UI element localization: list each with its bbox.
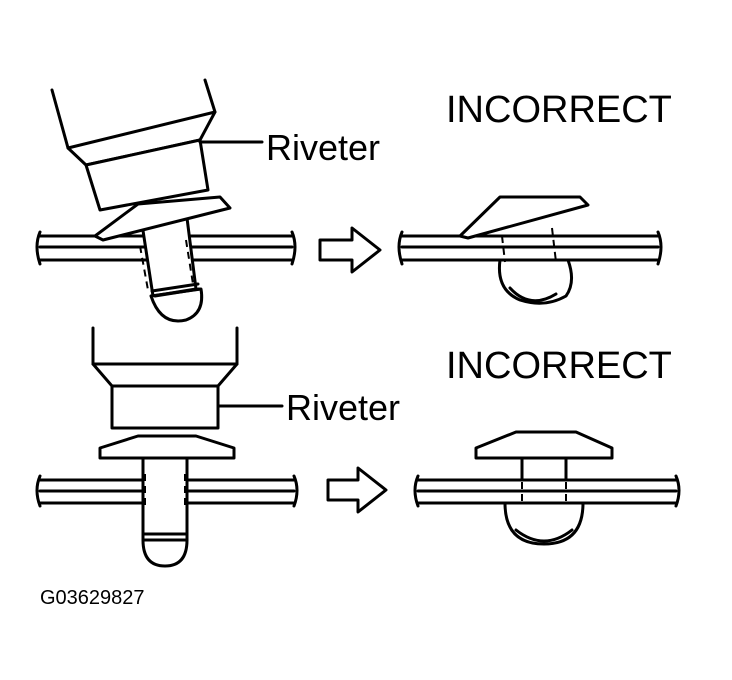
bottom-row: Riveter INCORRECT bbox=[35, 326, 681, 568]
bottom-incorrect-label: INCORRECT bbox=[446, 345, 672, 387]
top-riveter-label: Riveter bbox=[266, 127, 380, 168]
top-left-rivet bbox=[93, 195, 232, 323]
bottom-riveter-label: Riveter bbox=[286, 387, 400, 428]
bottom-left-rivet bbox=[98, 434, 236, 568]
top-incorrect-label: INCORRECT bbox=[446, 89, 672, 131]
top-riveter-tool bbox=[50, 78, 264, 212]
figure-code: G03629827 bbox=[40, 587, 145, 609]
bottom-riveter-tool bbox=[91, 326, 284, 430]
bottom-arrow-icon bbox=[326, 466, 388, 514]
top-row: Riveter INCORRECT bbox=[35, 78, 672, 323]
top-arrow-icon bbox=[318, 226, 382, 274]
top-right-rivet bbox=[458, 195, 590, 305]
bottom-right-rivet bbox=[474, 430, 614, 546]
